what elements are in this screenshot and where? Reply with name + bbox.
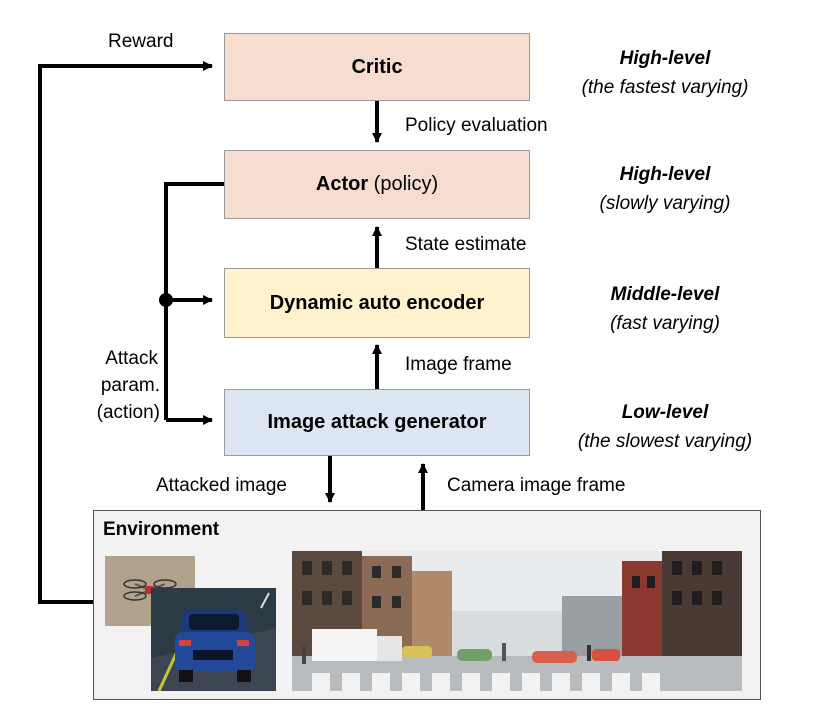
car-image: [151, 588, 276, 691]
critic-box: Critic: [224, 33, 530, 101]
level-critic-desc: (the fastest varying): [581, 77, 749, 98]
level-generator: Low-level (the slowest varying): [545, 398, 785, 456]
environment-title: Environment: [103, 519, 220, 540]
attacked-image-label: Attacked image: [156, 475, 287, 496]
street-scene-image: [292, 551, 742, 691]
actor-label-rest: (policy): [368, 173, 439, 195]
level-generator-title: Low-level: [621, 402, 709, 423]
level-actor-title: High-level: [619, 164, 711, 185]
level-actor-desc: (slowly varying): [599, 193, 731, 214]
generator-label: Image attack generator: [267, 411, 487, 433]
encoder-label: Dynamic auto encoder: [269, 291, 485, 314]
actor-box: Actor (policy): [224, 150, 530, 219]
image-frame-label: Image frame: [405, 354, 512, 375]
level-encoder-desc: (fast varying): [610, 313, 720, 334]
actor-label: Actor (policy): [316, 173, 438, 196]
attack-param-line: [164, 182, 224, 420]
reward-label: Reward: [108, 31, 174, 52]
attack-param-line1: Attack: [105, 348, 158, 369]
attack-param-label: Attack param. (action): [60, 345, 160, 426]
attack-param-line2: param.: [100, 375, 160, 396]
attack-param-line3: (action): [96, 402, 160, 423]
critic-label: Critic: [351, 55, 403, 78]
generator-box: Image attack generator: [224, 389, 530, 456]
state-estimate-label: State estimate: [405, 234, 527, 255]
level-critic-title: High-level: [619, 48, 711, 69]
encoder-box: Dynamic auto encoder: [224, 268, 530, 338]
actor-label-bold: Actor: [315, 173, 369, 195]
level-generator-desc: (the slowest varying): [577, 431, 753, 452]
policy-evaluation-label: Policy evaluation: [405, 115, 548, 136]
level-critic: High-level (the fastest varying): [545, 44, 785, 102]
level-encoder-title: Middle-level: [610, 284, 720, 305]
camera-image-frame-label: Camera image frame: [447, 475, 626, 496]
level-actor: High-level (slowly varying): [545, 160, 785, 218]
reward-loop-line: [38, 61, 213, 604]
level-encoder: Middle-level (fast varying): [545, 280, 785, 338]
environment-panel: Environment: [93, 510, 761, 700]
junction-dot: [159, 293, 173, 307]
